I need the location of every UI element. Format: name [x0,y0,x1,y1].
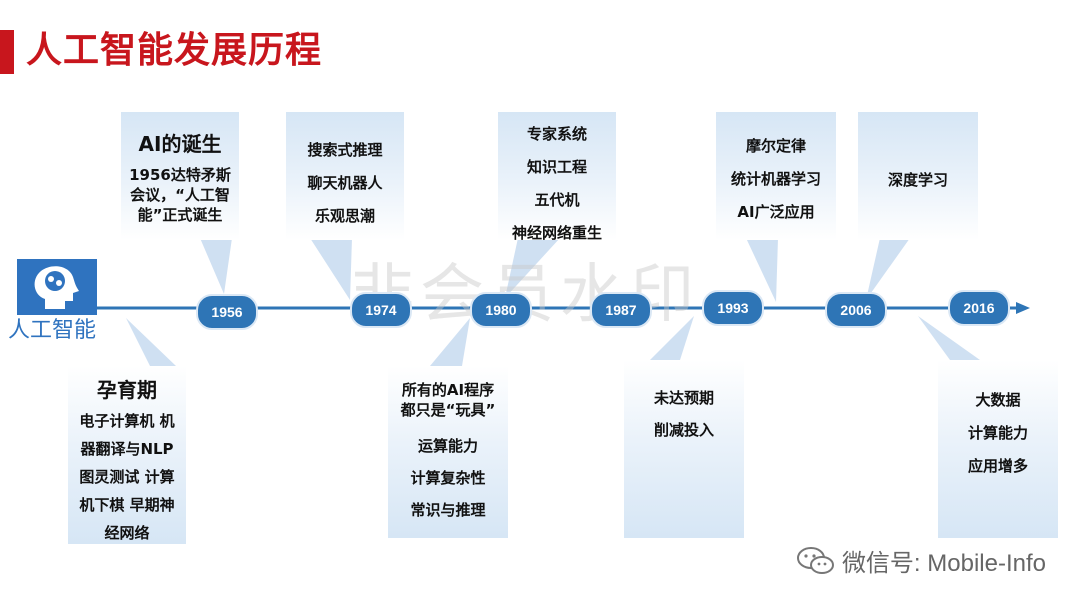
year-node: 1993 [702,290,764,326]
pointer-moore [746,238,778,302]
pointer-funding [650,316,694,360]
card-line: 常识与推理 [410,501,486,519]
card-line: 五代机 [534,191,580,209]
card-line: 摩尔定律 [745,137,806,155]
card-line: 能”正式诞生 [137,206,223,224]
card-big-data: 大数据 计算能力 应用增多 [938,360,1058,538]
card-line: 电子计算机 机 [79,412,175,430]
pointer-deep [866,238,910,300]
brain-head-icon [34,266,79,309]
wechat-icon [796,546,834,574]
card-line: 削减投入 [653,421,714,439]
year-node: 2006 [825,292,887,328]
year-node: 1956 [196,294,258,330]
card-line: 1956达特矛斯 [129,166,231,184]
card-line: AI广泛应用 [737,203,815,221]
card-line: 计算复杂性 [410,469,486,487]
pointer-incubation [126,318,176,366]
card-line: 应用增多 [967,457,1028,475]
ai-head-logo [17,259,97,315]
wechat-id-label: 微信号: Mobile-Info [841,550,1046,577]
year-node: 1987 [590,292,652,328]
card-line: 深度学习 [887,171,948,189]
card-line: 经网络 [104,524,150,542]
wechat-id-footer: 微信号: Mobile-Info [796,543,1046,578]
logo-label: 人工智能 [8,317,97,342]
card-moore-law: 摩尔定律 统计机器学习 AI广泛应用 [716,112,836,240]
card-line: 专家系统 [526,125,587,143]
pointer-expert [505,238,560,298]
year-node: 1974 [350,292,412,328]
card-deep-learning: 深度学习 [858,112,978,240]
card-line: 知识工程 [526,158,587,176]
timeline-arrowhead [1016,302,1030,314]
card-incubation: 孕育期 电子计算机 机 器翻译与NLP 图灵测试 计算 机下棋 早期神 经网络 [68,366,186,544]
card-toy-programs: 所有的AI程序 都只是“玩具” 运算能力 计算复杂性 常识与推理 [388,366,508,538]
card-ai-birth: AI的诞生 1956达特矛斯 会议，“人工智 能”正式诞生 [121,112,239,240]
card-line: 图灵测试 计算 [79,468,175,486]
card-heading: AI的诞生 [138,132,222,156]
pointer-toy [430,318,470,366]
card-line: 统计机器学习 [730,170,821,188]
year-node: 2016 [948,290,1010,326]
card-line: 未达预期 [653,389,714,407]
card-line: 机下棋 早期神 [79,496,175,514]
card-line: 搜索式推理 [307,141,383,159]
card-line: 都只是“玩具” [400,401,496,419]
card-line: 神经网络重生 [511,224,602,242]
card-funding-cut: 未达预期 削减投入 [624,360,744,538]
card-line: 乐观思潮 [314,207,375,225]
card-heading: 孕育期 [97,378,157,402]
pointer-birth [200,238,232,294]
card-search-reasoning: 搜索式推理 聊天机器人 乐观思潮 [286,112,404,240]
card-line: 计算能力 [967,424,1028,442]
year-node: 1980 [470,292,532,328]
title-accent-bar [0,30,14,74]
pointer-search [310,238,352,300]
card-line: 聊天机器人 [307,174,383,192]
card-line: 所有的AI程序 [401,381,495,399]
card-line: 运算能力 [417,437,478,455]
card-line: 大数据 [975,391,1021,409]
page-title: 人工智能发展历程 [26,30,323,71]
pointer-bigdata [918,316,980,360]
card-line: 会议，“人工智 [130,186,230,204]
card-line: 器翻译与NLP [80,440,174,458]
card-expert-systems: 专家系统 知识工程 五代机 神经网络重生 [498,112,616,242]
